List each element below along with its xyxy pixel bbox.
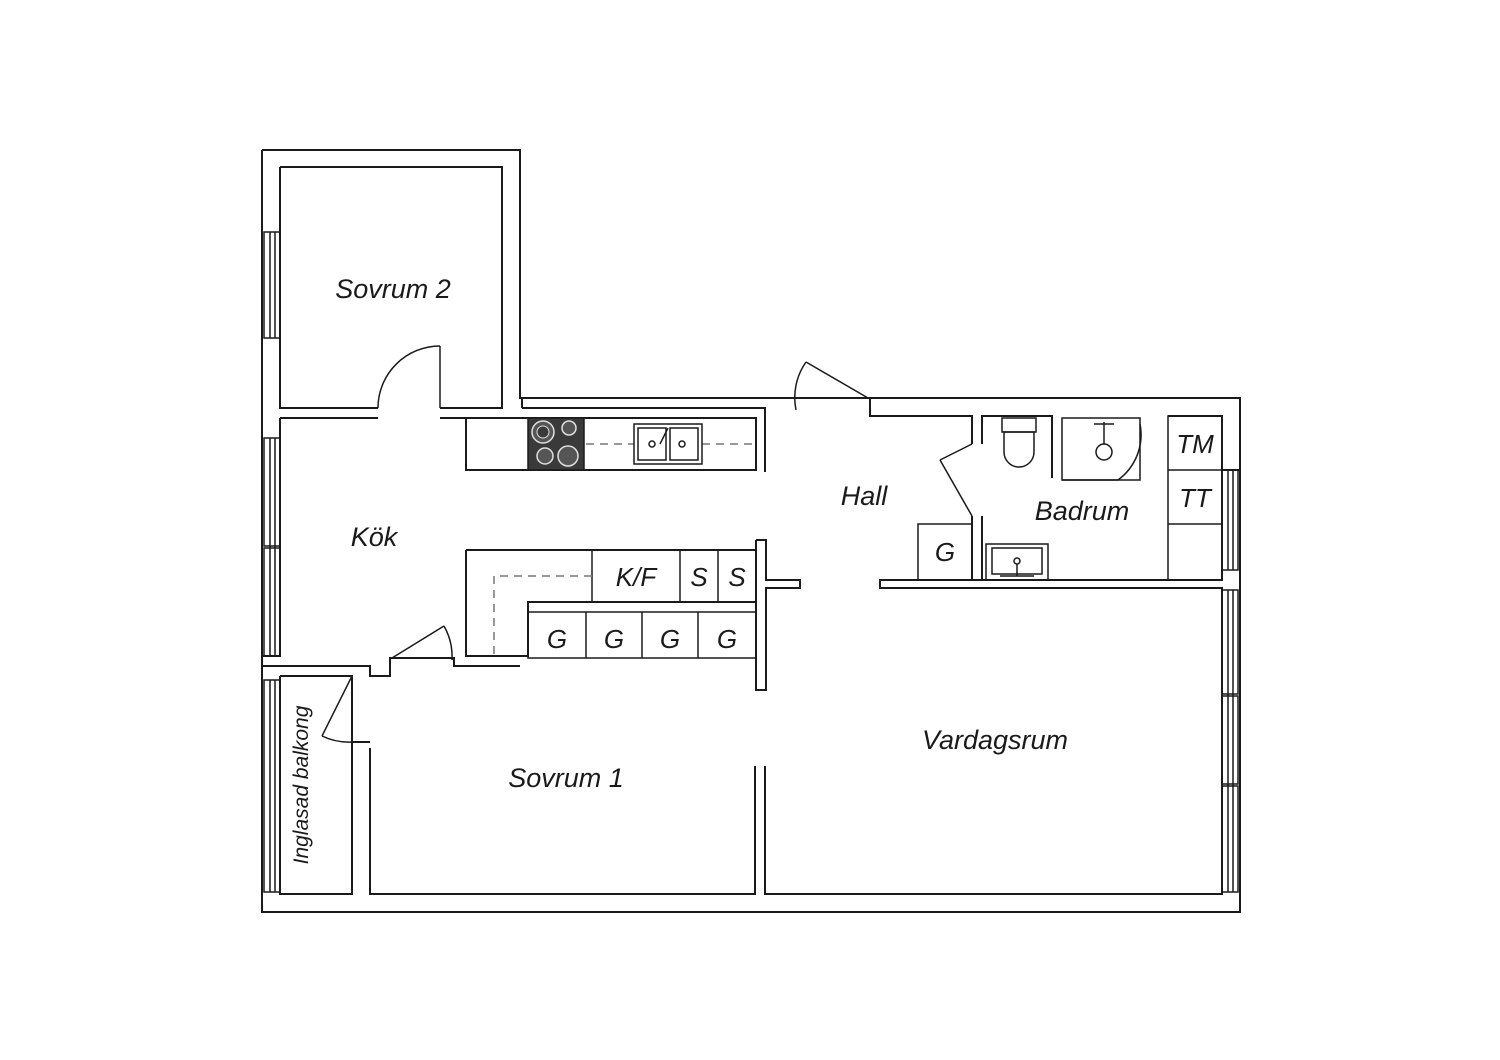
hall-closet bbox=[917, 523, 973, 581]
window-left-balcony bbox=[263, 679, 281, 893]
window-right-living bbox=[1221, 589, 1239, 893]
door-balcony bbox=[321, 675, 370, 743]
kitchen-counter-upper bbox=[465, 417, 757, 471]
sink-icon bbox=[633, 423, 703, 465]
bathroom-sink-icon bbox=[985, 543, 1049, 581]
dryer-label-tt: TT bbox=[1179, 483, 1213, 513]
toilet-icon bbox=[1001, 417, 1037, 468]
closet-label-g-2: G bbox=[604, 624, 624, 654]
stove-icon bbox=[527, 417, 585, 471]
closet-label-g-hall: G bbox=[935, 537, 955, 567]
cabinet-label-s-1: S bbox=[690, 562, 708, 592]
washer-label-tm: TM bbox=[1176, 429, 1214, 459]
room-label-kok: Kök bbox=[351, 522, 399, 552]
closet-label-g-1: G bbox=[547, 624, 567, 654]
washer-dryer-column bbox=[1167, 415, 1223, 581]
window-left-kitchen bbox=[263, 437, 281, 657]
outer-walls bbox=[261, 149, 1241, 913]
closet-label-g-3: G bbox=[660, 624, 680, 654]
shower-icon bbox=[1061, 417, 1142, 481]
fridge-freezer-label: K/F bbox=[616, 562, 659, 592]
door-entrance bbox=[794, 361, 869, 411]
room-label-sovrum1: Sovrum 1 bbox=[508, 763, 624, 793]
room-label-vardagsrum: Vardagsrum bbox=[922, 725, 1068, 755]
room-label-hall: Hall bbox=[841, 481, 889, 511]
partition-wall-kitchen-hall bbox=[755, 539, 801, 691]
door-sovrum2 bbox=[377, 345, 441, 409]
room-label-badrum: Badrum bbox=[1035, 496, 1130, 526]
window-left-upper bbox=[263, 231, 281, 339]
closet-label-g-4: G bbox=[717, 624, 737, 654]
room-label-balkong: Inglasad balkong bbox=[290, 705, 313, 864]
room-label-sovrum2: Sovrum 2 bbox=[335, 274, 451, 304]
door-sovrum1 bbox=[262, 625, 520, 677]
window-right-bath bbox=[1221, 469, 1239, 571]
cabinet-label-s-2: S bbox=[728, 562, 746, 592]
